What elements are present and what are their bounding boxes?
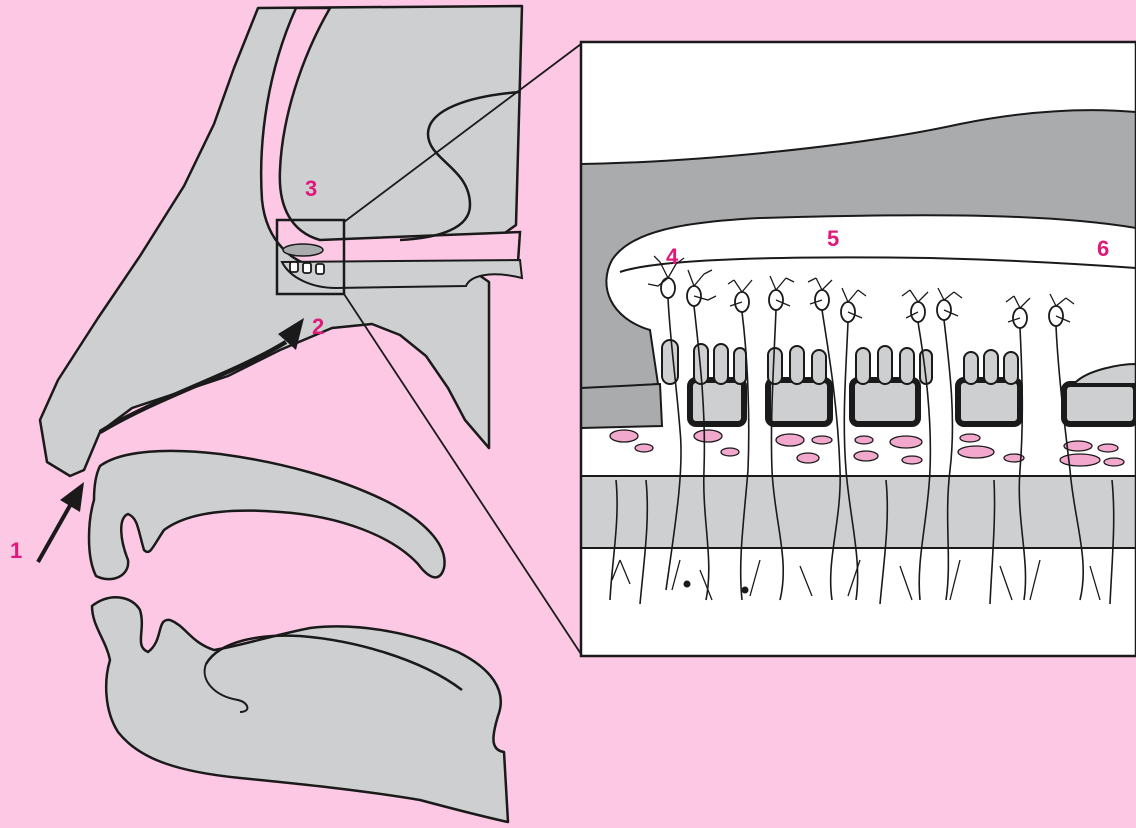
- upper-lip-palate: [89, 451, 445, 579]
- axon-dot: [742, 587, 749, 594]
- zoom-panel: [581, 42, 1136, 656]
- label-5: 5: [827, 226, 839, 251]
- head-cross-section: [38, 6, 581, 822]
- lower-wall: [581, 384, 662, 428]
- label-3: 3: [305, 176, 317, 201]
- label-4: 4: [666, 244, 679, 269]
- label-2: 2: [312, 314, 324, 339]
- supporting-cell-band: [581, 476, 1136, 548]
- label-6: 6: [1097, 236, 1109, 261]
- axon-dot: [684, 581, 691, 588]
- mini-receptors: [290, 262, 324, 274]
- mini-bulb: [283, 244, 323, 256]
- lower-jaw: [92, 597, 508, 822]
- label-1: 1: [10, 538, 22, 563]
